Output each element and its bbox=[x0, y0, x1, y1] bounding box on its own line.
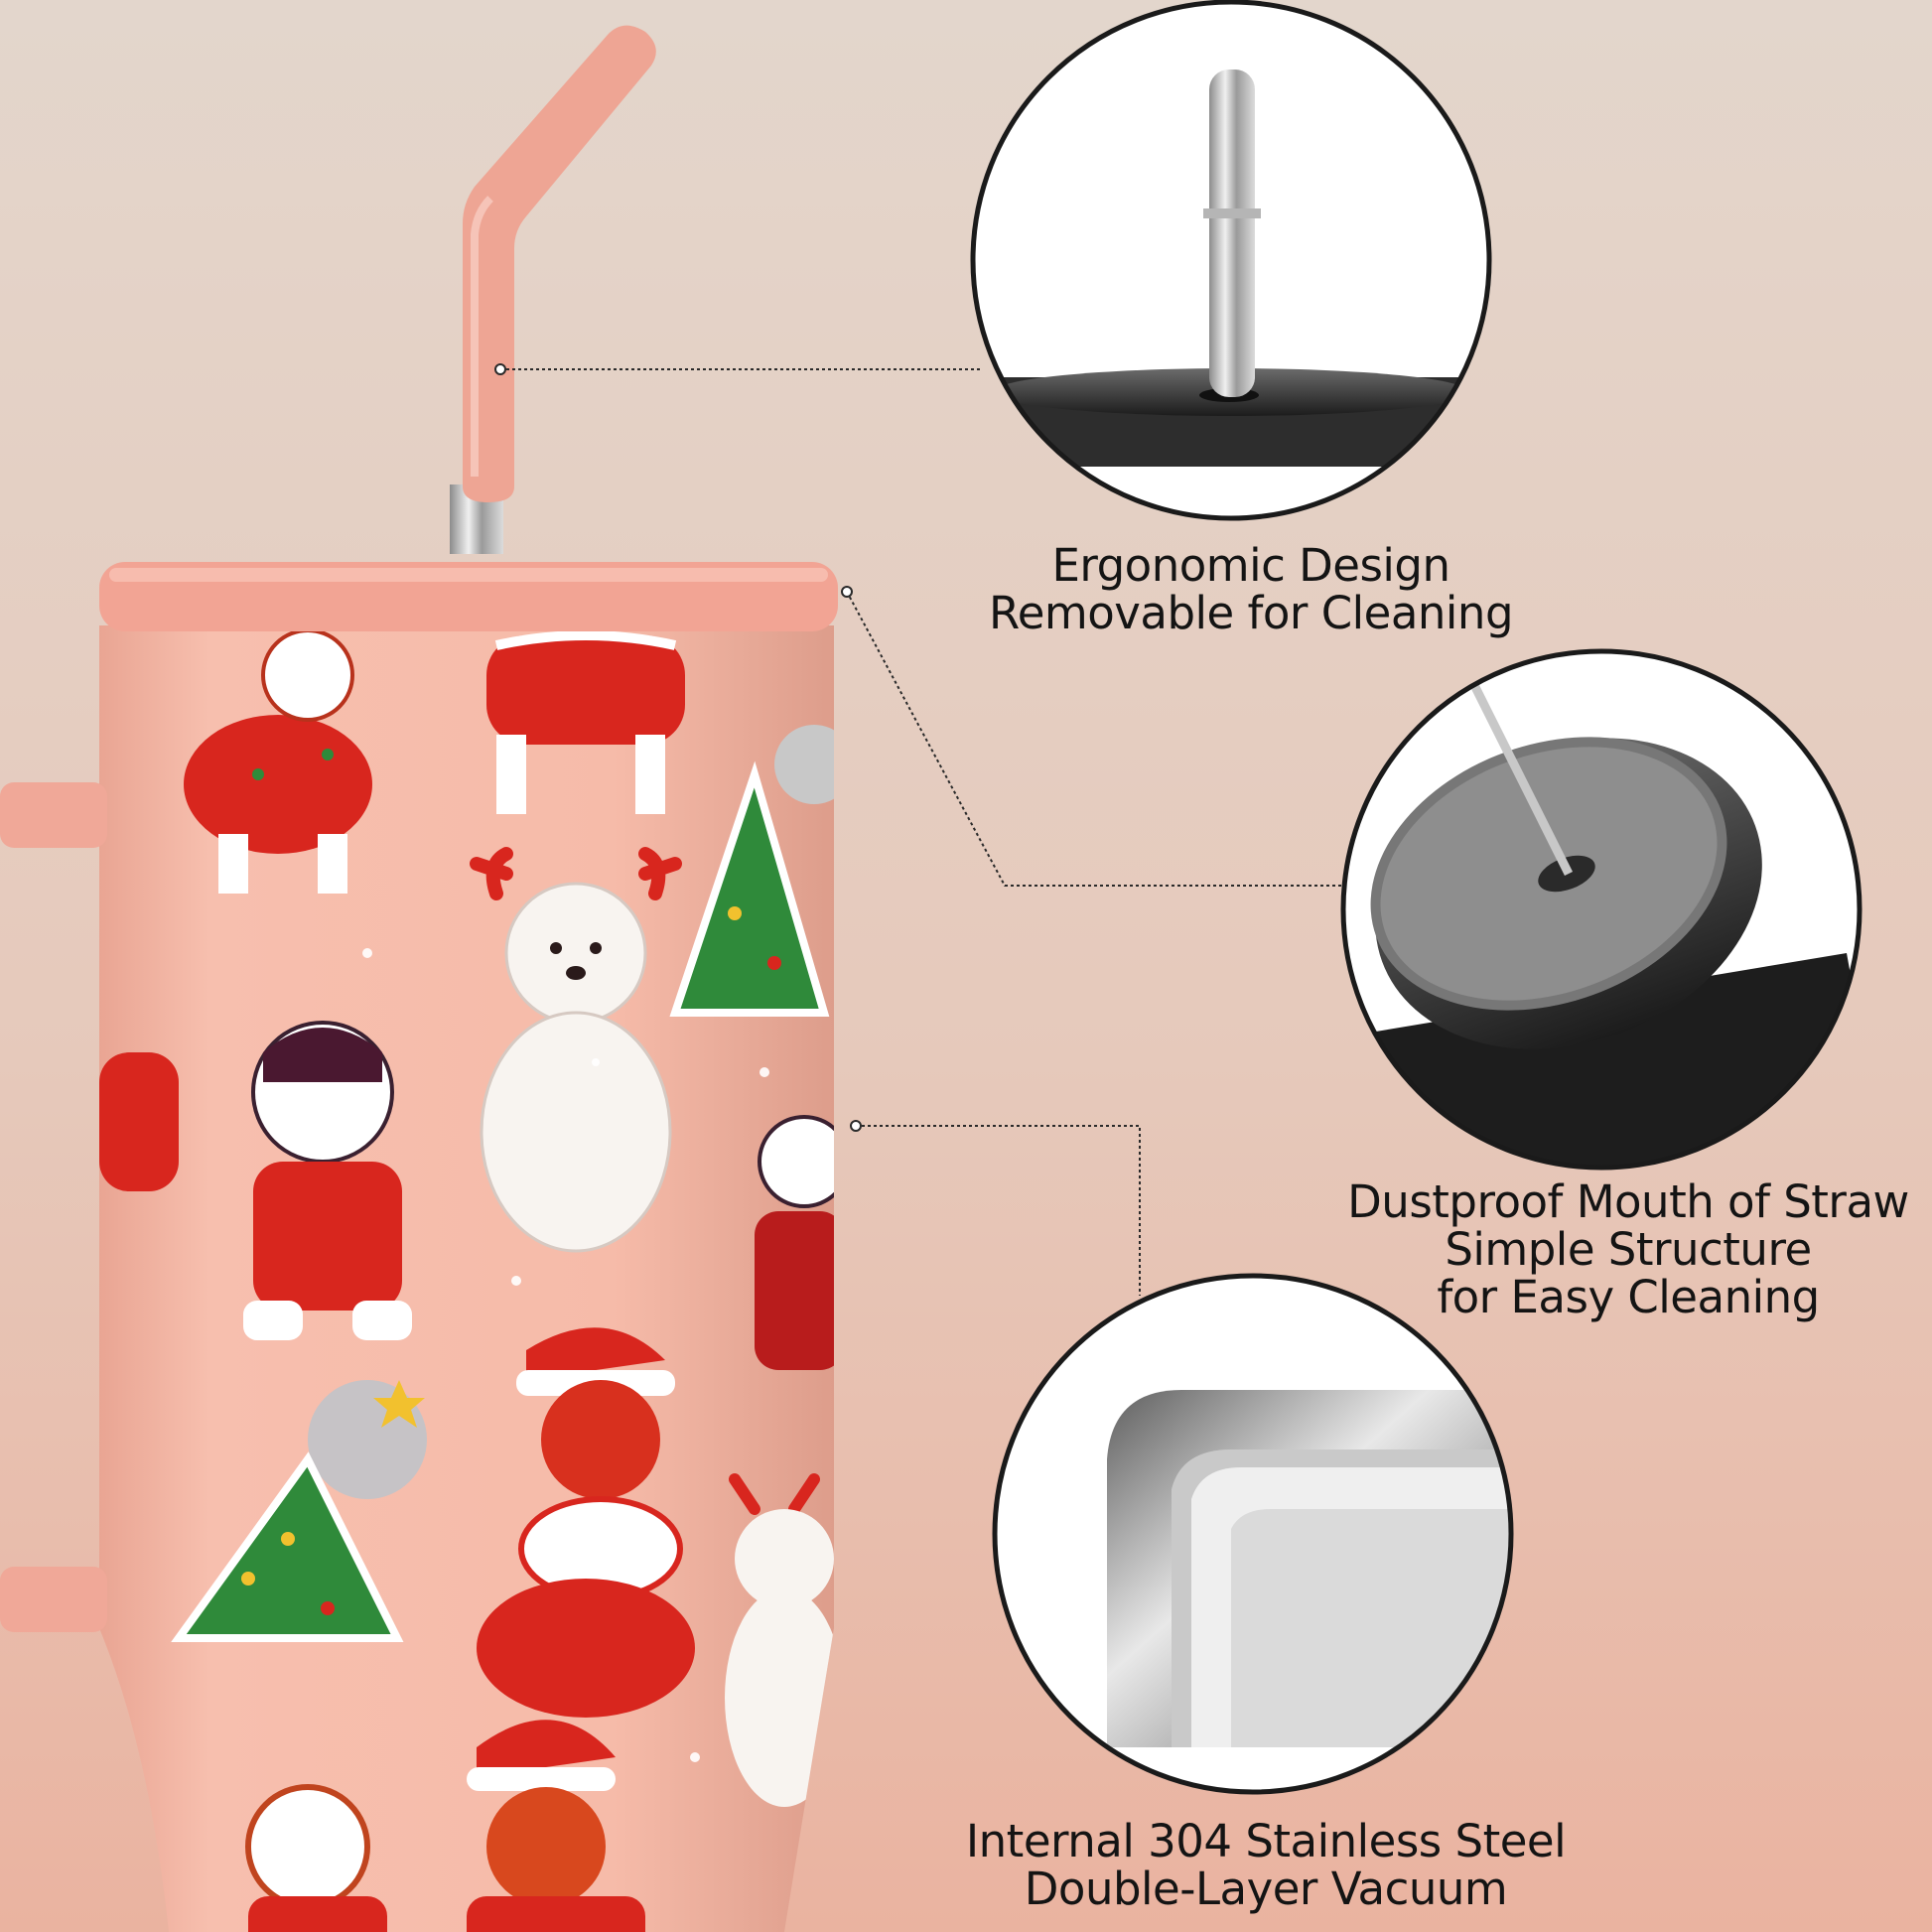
callout-caption-3: Internal 304 Stainless Steel Double-Laye… bbox=[933, 1818, 1598, 1913]
callout-caption-2: Dustproof Mouth of Straw Simple Structur… bbox=[1330, 1178, 1926, 1321]
callout-line: Internal 304 Stainless Steel bbox=[965, 1815, 1567, 1867]
handle-bottom bbox=[0, 1567, 107, 1632]
handle-top bbox=[0, 782, 107, 848]
callout-line: Ergonomic Design bbox=[1051, 539, 1450, 592]
callout-line: Simple Structure bbox=[1445, 1223, 1812, 1276]
steel-wall-detail-icon bbox=[992, 1273, 1514, 1795]
callout-line: Double-Layer Vacuum bbox=[1024, 1863, 1508, 1915]
callout-line: for Easy Cleaning bbox=[1437, 1271, 1820, 1323]
callout-line: Dustproof Mouth of Straw bbox=[1347, 1175, 1909, 1228]
callout-dot-2 bbox=[841, 586, 853, 598]
tumbler bbox=[0, 562, 838, 1932]
callout-dot-3 bbox=[850, 1120, 862, 1132]
lid-straw-mouth-detail-icon bbox=[1340, 648, 1863, 1171]
callout-line: Removable for Cleaning bbox=[988, 587, 1514, 639]
straw-tip-detail-icon bbox=[970, 0, 1492, 521]
callout-lines bbox=[500, 368, 1350, 1296]
straw bbox=[450, 25, 656, 554]
callout-caption-1: Ergonomic Design Removable for Cleaning bbox=[973, 542, 1529, 637]
callout-dot-1 bbox=[494, 363, 506, 375]
